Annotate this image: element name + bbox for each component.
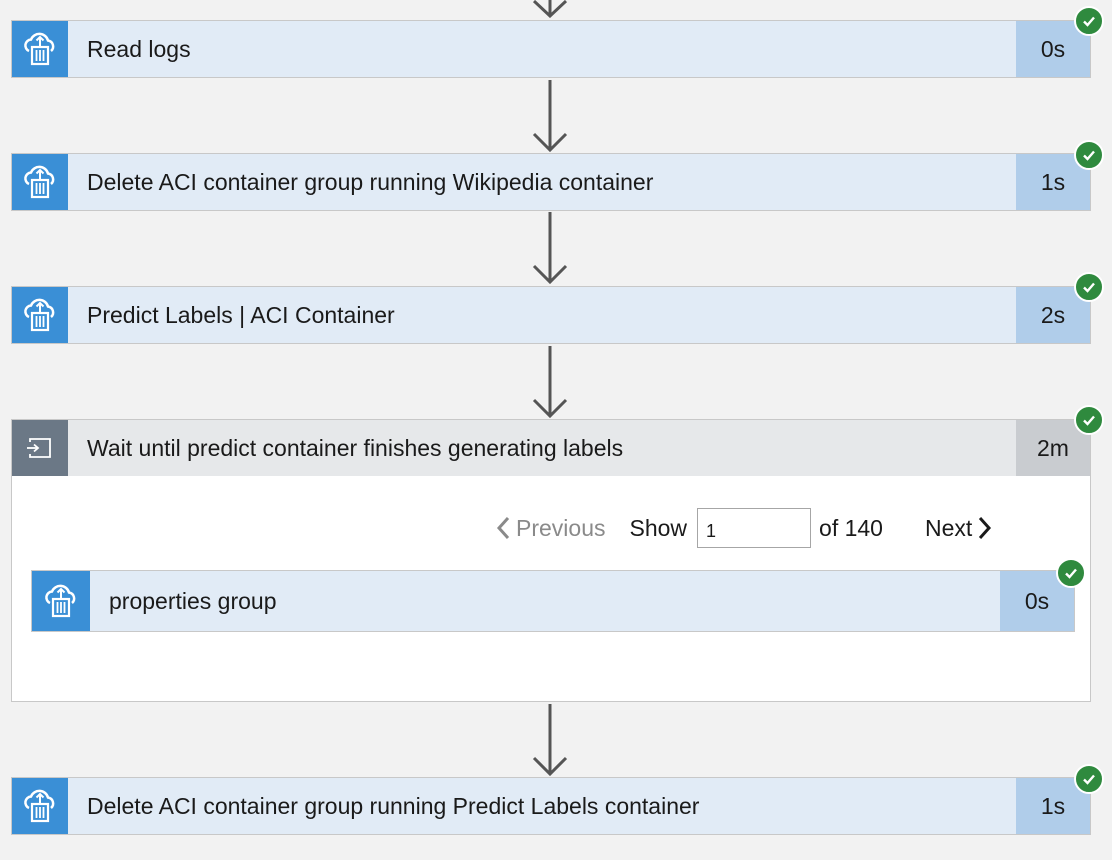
step-wait-until-predict[interactable]: Wait until predict container finishes ge…	[11, 419, 1091, 477]
cloud-container-icon	[12, 778, 68, 834]
page-count-label: of 140	[819, 514, 883, 541]
flow-arrow	[530, 212, 570, 284]
flow-arrow	[530, 0, 570, 18]
chevron-left-icon	[496, 516, 510, 540]
flow-arrow	[530, 704, 570, 776]
step-title: Wait until predict container finishes ge…	[87, 434, 624, 461]
cloud-container-icon	[12, 154, 68, 210]
previous-button[interactable]: Previous	[496, 515, 605, 542]
success-check-icon	[1056, 558, 1086, 588]
success-check-icon	[1074, 140, 1104, 170]
next-button[interactable]: Next	[925, 515, 992, 542]
page-number-input[interactable]	[697, 508, 812, 548]
step-title: Read logs	[87, 35, 191, 62]
step-duration: 0s	[1016, 21, 1090, 77]
cloud-container-icon	[12, 287, 68, 343]
flow-arrow	[530, 80, 570, 152]
step-delete-predict-labels-container[interactable]: Delete ACI container group running Predi…	[11, 777, 1091, 835]
cloud-container-icon	[12, 21, 68, 77]
step-properties-group[interactable]: properties group 0s	[31, 570, 1075, 632]
success-check-icon	[1074, 272, 1104, 302]
step-title: properties group	[109, 587, 277, 614]
step-read-logs[interactable]: Read logs 0s	[11, 20, 1091, 78]
success-check-icon	[1074, 764, 1104, 794]
until-loop-panel: Previous Show of 140 Next properties gro…	[11, 476, 1091, 702]
step-delete-wikipedia-container[interactable]: Delete ACI container group running Wikip…	[11, 153, 1091, 211]
step-title: Delete ACI container group running Predi…	[87, 792, 700, 819]
next-label: Next	[924, 514, 973, 541]
success-check-icon	[1074, 405, 1104, 435]
previous-label: Previous	[516, 514, 606, 541]
show-label: Show	[629, 514, 688, 541]
cloud-container-icon	[32, 571, 90, 631]
chevron-right-icon	[979, 516, 992, 540]
wait-delay-icon	[12, 420, 68, 476]
flow-arrow	[530, 346, 570, 418]
step-title: Predict Labels | ACI Container	[87, 301, 395, 328]
success-check-icon	[1074, 6, 1104, 36]
iteration-pager: Previous Show of 140 Next	[496, 508, 992, 548]
step-predict-labels[interactable]: Predict Labels | ACI Container 2s	[11, 286, 1091, 344]
step-title: Delete ACI container group running Wikip…	[87, 168, 654, 195]
